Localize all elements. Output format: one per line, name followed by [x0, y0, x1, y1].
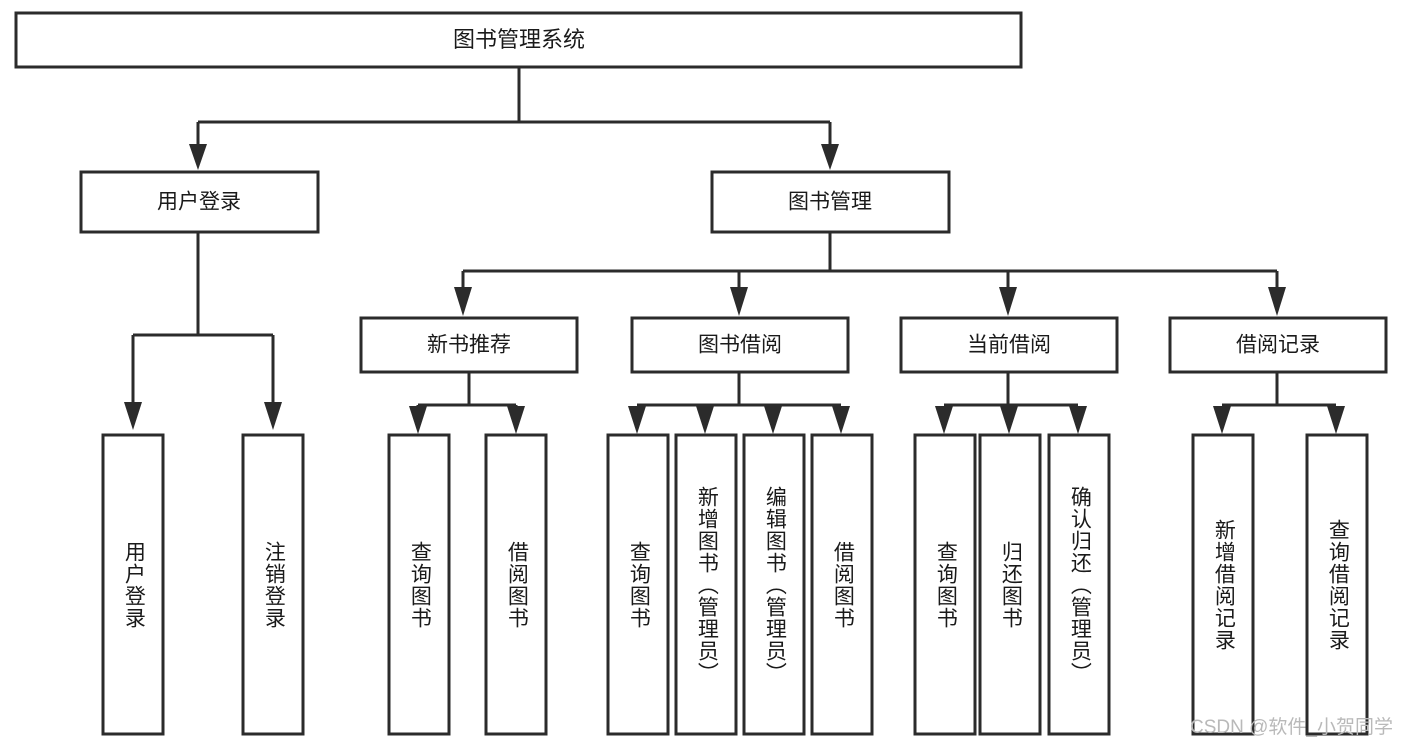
- arrow-borrow-records-leaf-2: [1327, 406, 1345, 434]
- node-user-login[interactable]: [79, 170, 320, 234]
- node-new-book-recommend[interactable]: [359, 316, 579, 374]
- arrow-to-book-borrow: [730, 287, 748, 316]
- node-user-login-label: 用户登录: [157, 191, 241, 214]
- node-borrow-records-label: 借阅记录: [1236, 334, 1320, 357]
- arrow-to-book-manage: [821, 144, 839, 170]
- node-layer: 图书管理系统 用户登录 图书管理 新书推荐 图书借阅 当前借阅 借阅记录: [14, 11, 1388, 736]
- arrow-book-borrow-leaf-3: [764, 406, 782, 434]
- arrow-current-borrow-leaf-2: [1000, 406, 1018, 434]
- arrow-book-borrow-leaf-2: [696, 406, 714, 434]
- connector-layer: [124, 67, 1345, 434]
- node-leaf-borrow-records-1[interactable]: [1191, 433, 1255, 736]
- node-root-label: 图书管理系统: [453, 27, 585, 52]
- arrow-current-borrow-leaf-3: [1069, 406, 1087, 434]
- arrow-to-user-login: [189, 144, 207, 170]
- arrow-to-new-book: [454, 287, 472, 316]
- node-leaf-borrow-records-2[interactable]: [1305, 433, 1369, 736]
- node-leaf-current-borrow-2[interactable]: [978, 433, 1042, 736]
- csdn-watermark: CSDN @软件_小贺同学: [1190, 717, 1393, 738]
- arrow-user-login-leaf-2: [264, 402, 282, 430]
- node-leaf-user-login-2[interactable]: [241, 433, 305, 736]
- node-book-borrow[interactable]: [630, 316, 850, 374]
- arrow-book-borrow-leaf-4: [832, 406, 850, 434]
- node-leaf-book-borrow-1[interactable]: [606, 433, 670, 736]
- node-borrow-records[interactable]: [1168, 316, 1388, 374]
- node-leaf-current-borrow-3[interactable]: [1047, 433, 1111, 736]
- node-leaf-current-borrow-1[interactable]: [913, 433, 977, 736]
- node-leaf-book-borrow-3[interactable]: [742, 433, 806, 736]
- node-leaf-new-book-2[interactable]: [484, 433, 548, 736]
- arrow-user-login-leaf-1: [124, 402, 142, 430]
- arrow-current-borrow-leaf-1: [935, 406, 953, 434]
- node-book-management-label: 图书管理: [788, 191, 872, 214]
- node-leaf-book-borrow-2[interactable]: [674, 433, 738, 736]
- arrow-new-book-leaf-1: [409, 406, 427, 434]
- arrow-borrow-records-leaf-1: [1213, 406, 1231, 434]
- arrow-to-current-borrow: [999, 287, 1017, 316]
- node-book-borrow-label: 图书借阅: [698, 334, 782, 357]
- arrow-book-borrow-leaf-1: [628, 406, 646, 434]
- arrow-to-borrow-records: [1268, 287, 1286, 316]
- node-new-book-recommend-label: 新书推荐: [427, 334, 511, 357]
- node-leaf-user-login-1[interactable]: [101, 433, 165, 736]
- arrow-new-book-leaf-2: [507, 406, 525, 434]
- node-root-book-management-system[interactable]: [14, 11, 1023, 69]
- node-leaf-new-book-1[interactable]: [387, 433, 451, 736]
- node-book-management[interactable]: [710, 170, 951, 234]
- node-current-borrow[interactable]: [899, 316, 1119, 374]
- node-leaf-book-borrow-4[interactable]: [810, 433, 874, 736]
- node-current-borrow-label: 当前借阅: [967, 334, 1051, 357]
